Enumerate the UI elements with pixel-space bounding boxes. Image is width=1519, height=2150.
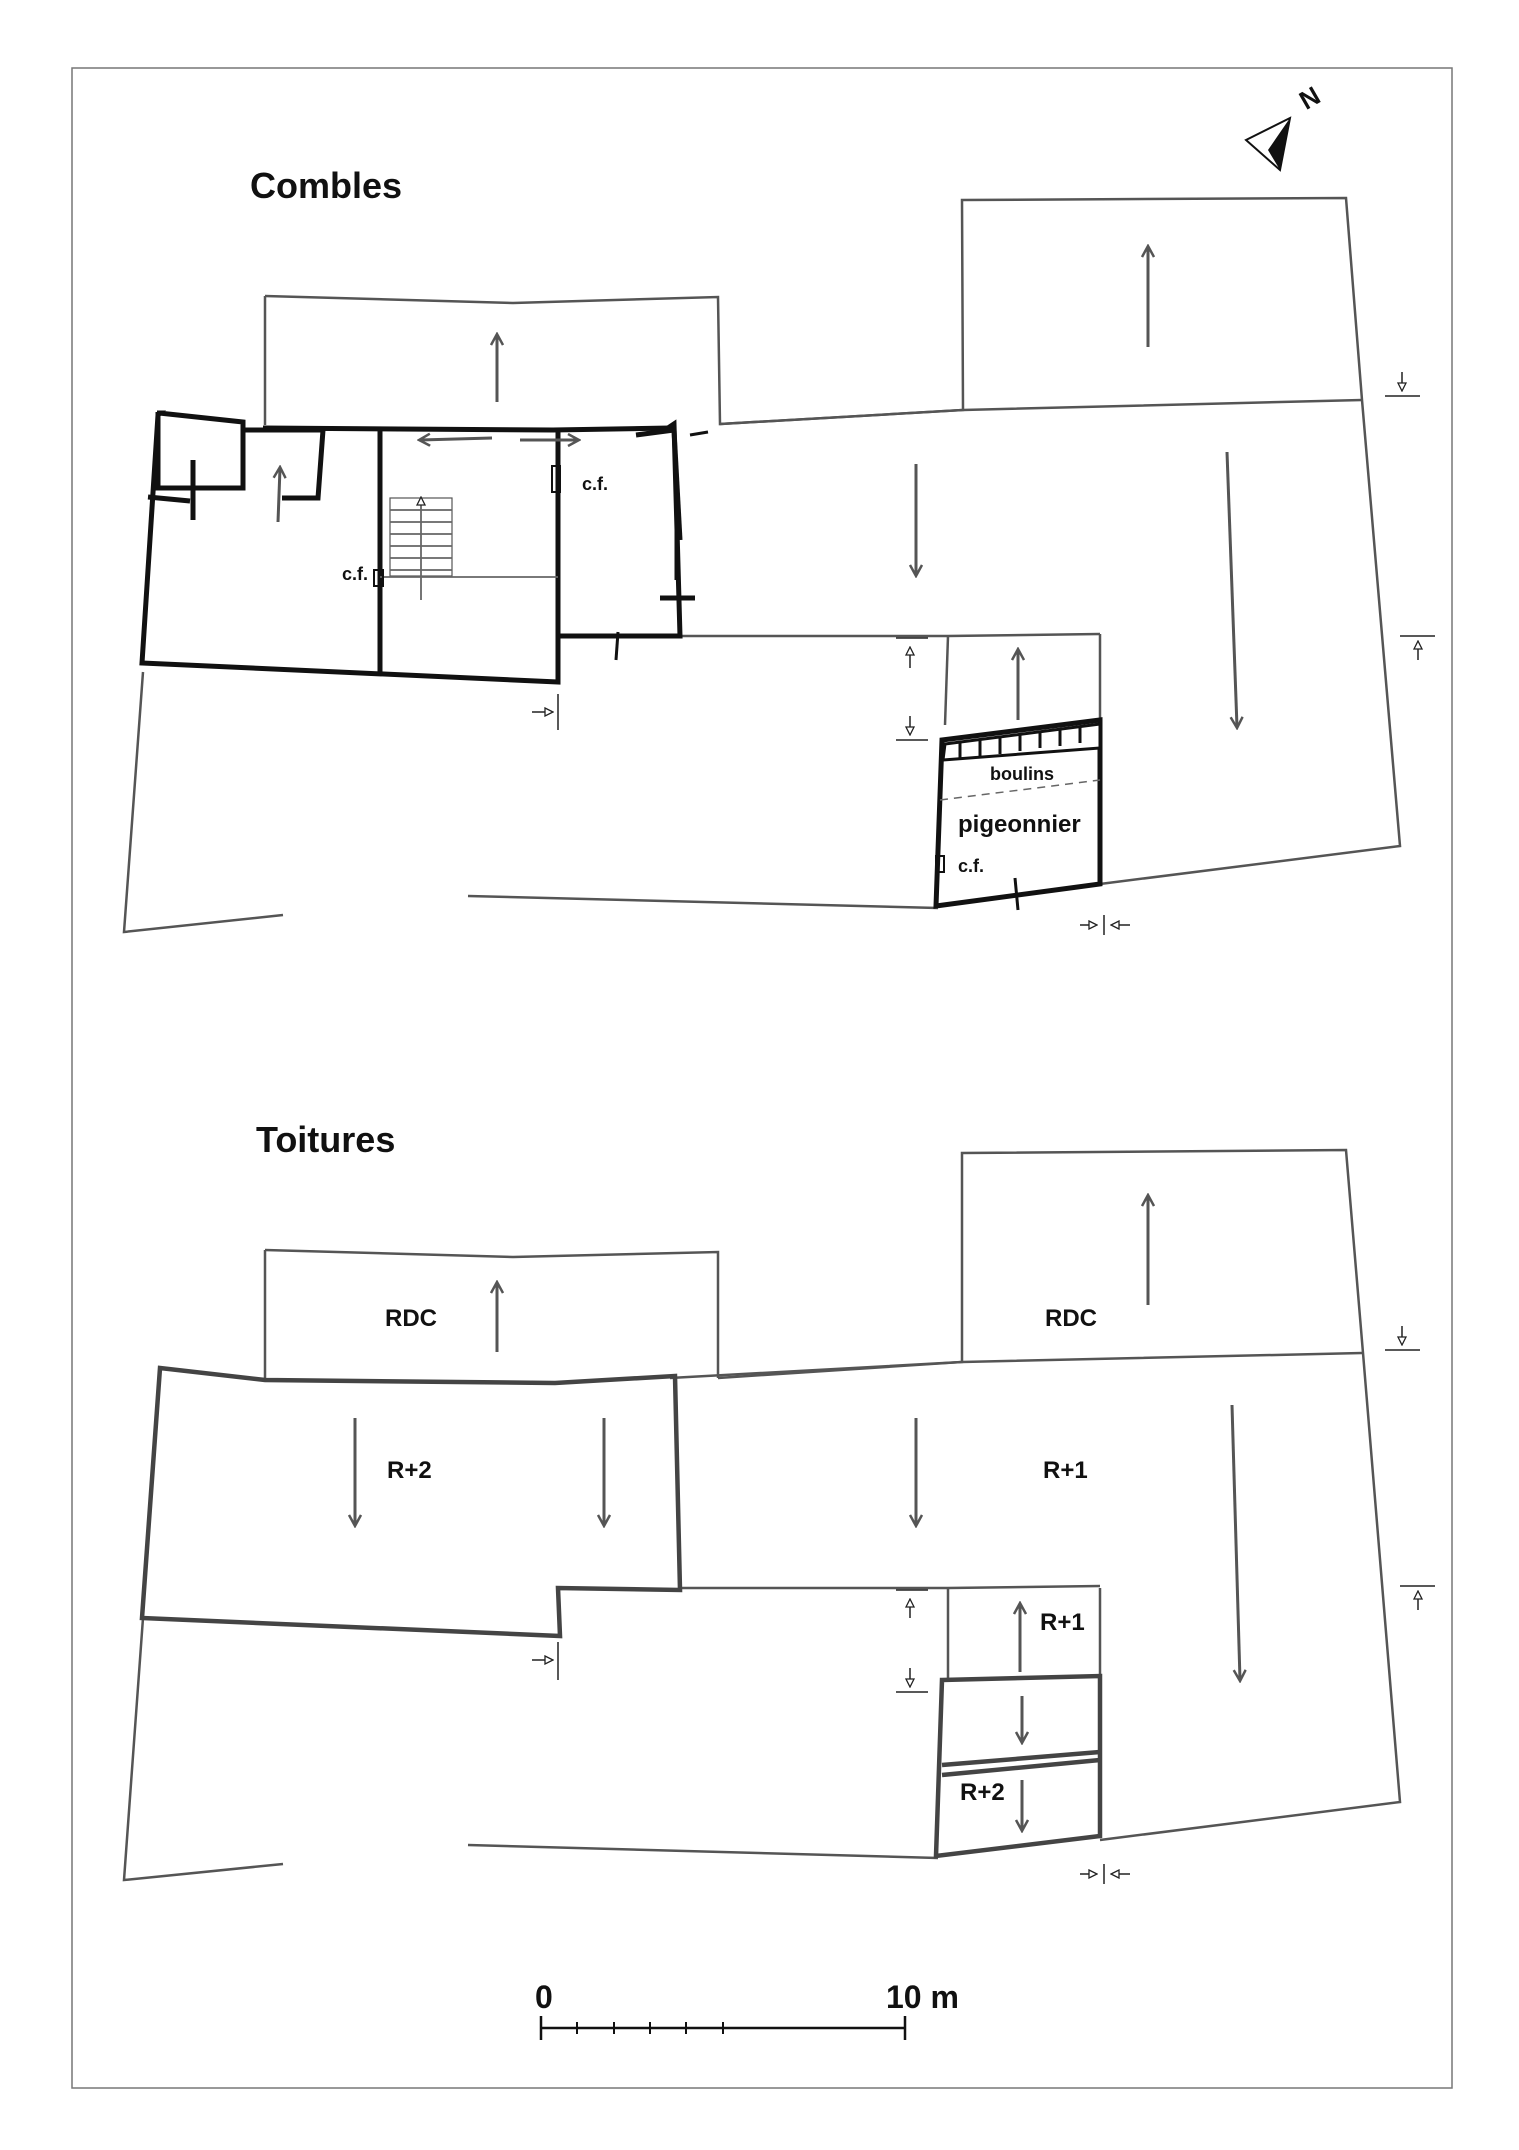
section-markers-combles — [532, 372, 1435, 935]
scale-start-label: 0 — [535, 1979, 553, 2015]
section-toitures: Toitures RDC RDC R+2 R+1 R+1 R+2 — [122, 1119, 1435, 1884]
r2-label-main: R+2 — [387, 1457, 432, 1484]
north-label: N — [1294, 80, 1325, 115]
toitures-outline — [264, 1148, 1402, 1842]
pigeonnier-label: pigeonnier — [958, 811, 1081, 838]
boulins-label: boulins — [990, 764, 1054, 784]
r2-label-small: R+2 — [960, 1779, 1005, 1806]
combles-title: Combles — [250, 165, 402, 206]
rdc-label-right: RDC — [1045, 1305, 1097, 1332]
chimney-flue — [373, 569, 384, 587]
rdc-label-left: RDC — [385, 1305, 437, 1332]
roof-r2-main[interactable] — [139, 1365, 683, 1639]
r1-label-main: R+1 — [1043, 1457, 1088, 1484]
cf-label-1: c.f. — [582, 474, 608, 494]
toitures-title: Toitures — [256, 1119, 395, 1160]
roof-r1-small[interactable] — [933, 1673, 1103, 1859]
r1-label-small: R+1 — [1040, 1609, 1085, 1636]
page-frame — [71, 67, 1453, 2089]
combles-outline — [264, 196, 1402, 886]
staircase — [380, 498, 558, 600]
attic-wall[interactable] — [139, 413, 683, 685]
scale-end-label: 10 m — [886, 1979, 959, 2015]
cf-label-2: c.f. — [342, 564, 368, 584]
section-combles: Combles — [122, 165, 1435, 935]
pigeonnier-room — [933, 717, 1103, 911]
scale-bar: 0 10 m — [535, 1979, 959, 2040]
cf-label-3: c.f. — [958, 856, 984, 876]
section-markers-toitures — [532, 1326, 1435, 1884]
north-arrow-icon — [1244, 116, 1292, 172]
